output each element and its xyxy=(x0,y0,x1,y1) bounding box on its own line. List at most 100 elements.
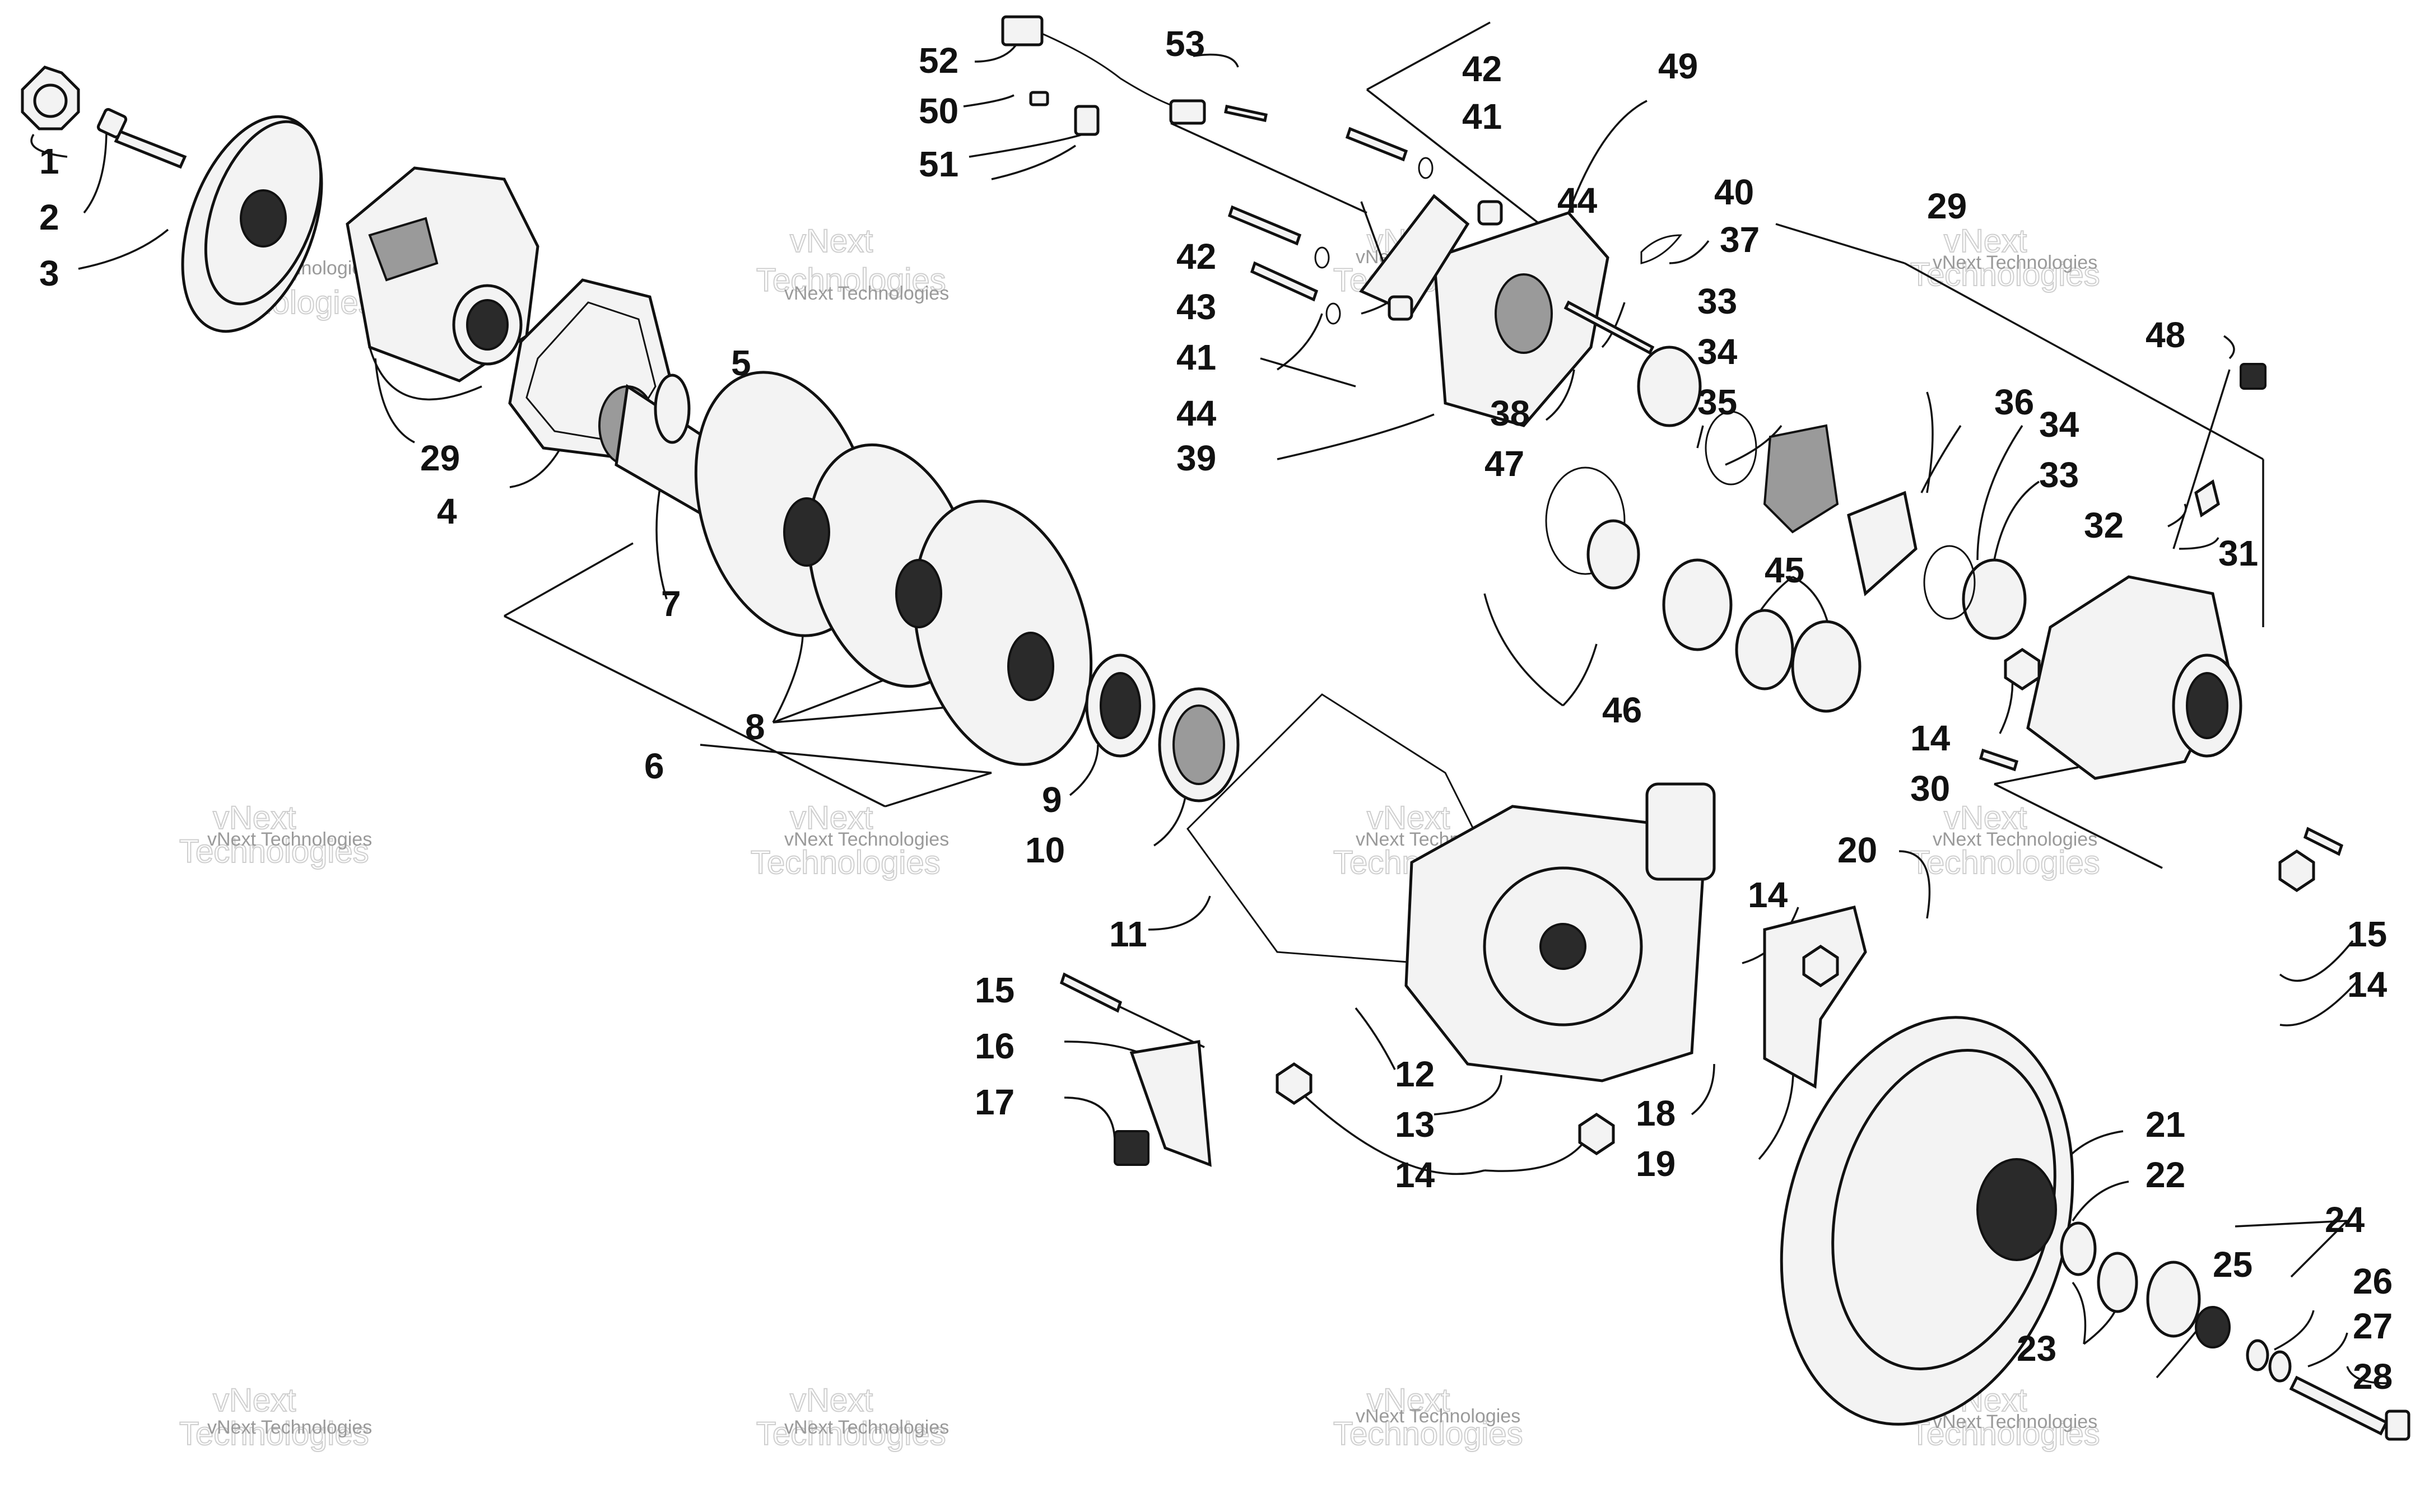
callout-49: 49 xyxy=(1658,46,1698,86)
svg-text:Technologies: Technologies xyxy=(1333,1416,1523,1452)
callout-36: 36 xyxy=(1994,382,2034,422)
part-26-27-washers xyxy=(2246,1339,2292,1383)
svg-text:Technologies: Technologies xyxy=(179,1416,369,1452)
part-9-seal xyxy=(1085,654,1156,758)
watermark-6: vNext Technologies vNext Technologies xyxy=(750,799,949,881)
part-sensor xyxy=(1169,99,1206,125)
callout-53: 53 xyxy=(1165,24,1205,64)
callout-19: 19 xyxy=(1636,1144,1676,1184)
callout-32: 32 xyxy=(2084,505,2124,545)
part-47-snap-ring xyxy=(1545,466,1626,575)
svg-text:Technologies: Technologies xyxy=(756,1416,946,1452)
part-22-ring xyxy=(2060,1221,2097,1276)
callout-33a: 33 xyxy=(1697,281,1737,321)
callout-40: 40 xyxy=(1714,172,1754,212)
callout-labels: 1 2 3 4 5 6 7 8 9 10 11 12 13 14 15 16 1… xyxy=(39,24,2393,1397)
callout-2: 2 xyxy=(39,197,59,237)
svg-text:vNext Technologies: vNext Technologies xyxy=(784,829,949,850)
svg-text:Technologies: Technologies xyxy=(1910,256,2100,293)
svg-text:vNext Technologies: vNext Technologies xyxy=(207,1417,372,1438)
callout-41a: 41 xyxy=(1462,96,1502,137)
callout-7: 7 xyxy=(661,584,681,624)
callout-44a: 44 xyxy=(1557,180,1598,221)
callout-37: 37 xyxy=(1720,220,1760,260)
part-21-driven-pulley xyxy=(1780,1016,2074,1426)
callout-48: 48 xyxy=(2146,315,2185,355)
callout-38: 38 xyxy=(1490,393,1530,433)
callout-14d: 14 xyxy=(2347,964,2388,1005)
part-33-bearing xyxy=(1637,346,2027,640)
watermark-10: vNext Technologies vNext Technologies xyxy=(756,1382,949,1453)
callout-33b: 33 xyxy=(2039,455,2079,495)
part-37-clip xyxy=(1640,234,1683,264)
callout-21: 21 xyxy=(2146,1104,2185,1145)
svg-text:vNext: vNext xyxy=(790,1382,873,1418)
callout-17: 17 xyxy=(975,1082,1014,1122)
svg-text:vNext Technologies: vNext Technologies xyxy=(1933,252,2097,273)
svg-text:Technologies: Technologies xyxy=(1910,844,2100,881)
part-42-bolts xyxy=(1227,127,1408,302)
part-52-connector xyxy=(1001,15,1194,113)
part-2-bolt xyxy=(96,108,187,169)
callout-16: 16 xyxy=(975,1026,1014,1066)
svg-text:vNext: vNext xyxy=(213,1382,296,1418)
callout-9: 9 xyxy=(1042,780,1062,820)
svg-text:vNext Technologies: vNext Technologies xyxy=(1933,1411,2097,1432)
part-8-sprockets xyxy=(694,371,1093,766)
part-10-bearing xyxy=(1158,687,1240,802)
callout-5: 5 xyxy=(731,343,751,383)
callout-47: 47 xyxy=(1484,444,1524,484)
callout-3: 3 xyxy=(39,253,59,293)
watermark-11: vNext Technologies vNext Technologies xyxy=(1333,1382,1524,1453)
callout-31: 31 xyxy=(2218,533,2258,573)
part-44-spacers xyxy=(1388,200,1503,321)
callout-26: 26 xyxy=(2353,1261,2393,1301)
callout-29b: 29 xyxy=(1927,186,1967,226)
part-36-bracket xyxy=(1847,491,1918,596)
part-34-ring xyxy=(1705,410,1976,620)
svg-text:Technologies: Technologies xyxy=(756,262,946,298)
part-48-plug xyxy=(2240,363,2267,390)
part-50-screw xyxy=(1029,91,1049,106)
callout-23: 23 xyxy=(2017,1328,2056,1369)
svg-text:Technologies: Technologies xyxy=(1910,1416,2100,1452)
svg-text:vNext Technologies: vNext Technologies xyxy=(784,283,949,304)
part-25-spacer xyxy=(2146,1261,2231,1348)
svg-text:Technologies: Technologies xyxy=(751,844,941,881)
callout-24: 24 xyxy=(2325,1200,2365,1240)
part-13-gearcase xyxy=(1404,782,1716,1082)
callout-45: 45 xyxy=(1765,550,1804,590)
part-32-fitting xyxy=(2194,479,2220,518)
svg-text:vNext Technologies: vNext Technologies xyxy=(207,829,372,850)
part-39-caliper xyxy=(1432,211,1609,427)
svg-text:Technologies: Technologies xyxy=(179,833,369,870)
part-53-pin xyxy=(1224,105,1268,122)
callout-41b: 41 xyxy=(1176,337,1216,377)
part-14-nuts xyxy=(1276,647,2315,1156)
callout-28: 28 xyxy=(2353,1356,2393,1397)
svg-text:vNext Technologies: vNext Technologies xyxy=(784,1417,949,1438)
callout-42a: 42 xyxy=(1462,49,1502,89)
callout-34a: 34 xyxy=(1697,332,1738,372)
callout-13: 13 xyxy=(1395,1104,1435,1145)
callout-35: 35 xyxy=(1697,382,1737,422)
callout-25: 25 xyxy=(2213,1244,2253,1285)
callout-39: 39 xyxy=(1176,438,1216,478)
part-38-pin xyxy=(1563,300,1655,355)
part-1-nut xyxy=(21,66,80,130)
callout-42b: 42 xyxy=(1176,236,1216,277)
svg-text:vNext: vNext xyxy=(213,800,296,836)
parts xyxy=(21,15,2410,1441)
callout-6: 6 xyxy=(644,746,664,786)
svg-text:vNext: vNext xyxy=(1944,800,2027,836)
svg-text:vNext: vNext xyxy=(790,223,873,259)
svg-text:vNext: vNext xyxy=(1367,800,1450,836)
callout-50: 50 xyxy=(919,91,958,131)
watermark-2: vNext Technologies vNext Technologies xyxy=(756,222,949,304)
watermark-4: vNext Technologies vNext Technologies xyxy=(1910,222,2101,293)
part-23-washer xyxy=(2097,1252,2138,1313)
part-45-46-bearings xyxy=(1586,519,1861,713)
callout-14b: 14 xyxy=(1748,875,1788,915)
callout-46: 46 xyxy=(1602,690,1642,730)
